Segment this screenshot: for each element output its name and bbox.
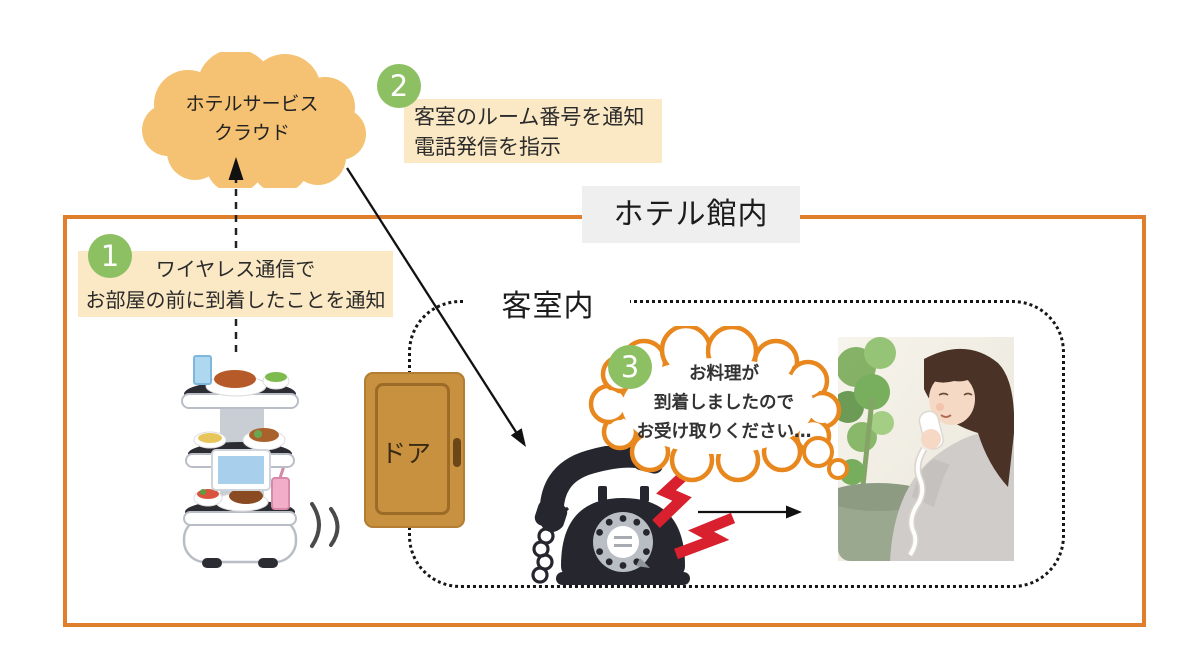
woman-on-phone-photo [838,337,1014,561]
delivery-robot-illustration [181,355,299,568]
thought-bubble-tail [802,436,849,480]
hotel-service-cloud-shape [142,52,366,188]
ringing-bolts-icon [652,463,736,560]
step2-badge: 2 [377,64,421,108]
room-area-label: 客室内 [466,286,630,328]
door-handle [453,438,461,467]
step1-badge: 1 [88,234,132,278]
step2-note: 客室のルーム番号を通知 電話発信を指示 [404,99,662,163]
door-label: ドア [380,439,431,468]
step3-line2: 到着しましたので [654,393,794,413]
cloud-label-line2: クラウド [213,122,290,144]
step1-line2: お部屋の前に到着したことを通知 [85,288,386,312]
step2-line2: 電話発信を指示 [414,135,561,159]
step2-line1: 客室のルーム番号を通知 [414,105,645,129]
rotary-phone-illustration [531,446,736,585]
cloud-label: ホテルサービス クラウド [152,90,352,148]
hotel-area-label: ホテル館内 [582,186,800,243]
step3-message: お料理が 到着しましたので お受け取りください… [618,360,830,447]
step3-line3: お受け取りください… [636,422,812,442]
door-illustration: ドア [364,372,465,528]
step3-badge: 3 [608,345,652,389]
step3-line1: お料理が [689,364,759,384]
cloud-label-line1: ホテルサービス [185,93,319,115]
